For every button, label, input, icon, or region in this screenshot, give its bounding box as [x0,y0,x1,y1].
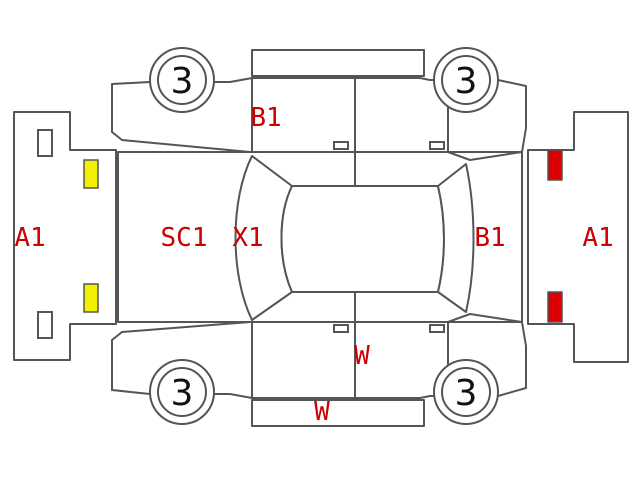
bottom-side-view [111,321,527,427]
rear-bumper [527,111,629,363]
rear-light-bottom [547,291,563,323]
code-front-bumper: A1 [14,223,45,253]
wheel-rear-left-number: 3 [455,61,478,102]
front-bumper [13,111,117,361]
wheel-rear-left: 3 [433,47,499,113]
top-down-view [117,151,523,323]
code-rear-glass: B1 [474,223,505,253]
bottom-side-body [111,321,527,399]
wheel-front-left-number: 3 [171,61,194,102]
wheel-front-right-number: 3 [171,373,194,414]
top-roof-strip [251,49,425,77]
bottom-door-handle-rear [429,324,445,333]
front-bumper-slot-bottom [37,311,53,339]
code-rear-bumper: A1 [582,223,613,253]
wheel-front-left: 3 [149,47,215,113]
top-side-body [111,77,527,153]
bottom-sill-strip [251,399,425,427]
code-lower-sill: W [314,397,330,427]
front-bumper-slot-top [37,129,53,157]
rear-glass-panel [437,163,475,313]
front-light-top [83,159,99,189]
front-light-bottom [83,283,99,313]
wheel-rear-right-number: 3 [455,373,478,414]
code-upper-door: B1 [250,103,281,133]
bottom-door-handle-front [333,324,349,333]
top-door-handle-rear [429,141,445,150]
wheel-rear-right: 3 [433,359,499,425]
top-door-handle-front [333,141,349,150]
code-lower-door: W [354,341,370,371]
top-side-view [111,49,527,153]
roof-panel [280,185,445,293]
wheel-front-right: 3 [149,359,215,425]
code-hood: SC1 [161,223,208,253]
code-windshield: X1 [232,223,263,253]
rear-light-top [547,149,563,181]
